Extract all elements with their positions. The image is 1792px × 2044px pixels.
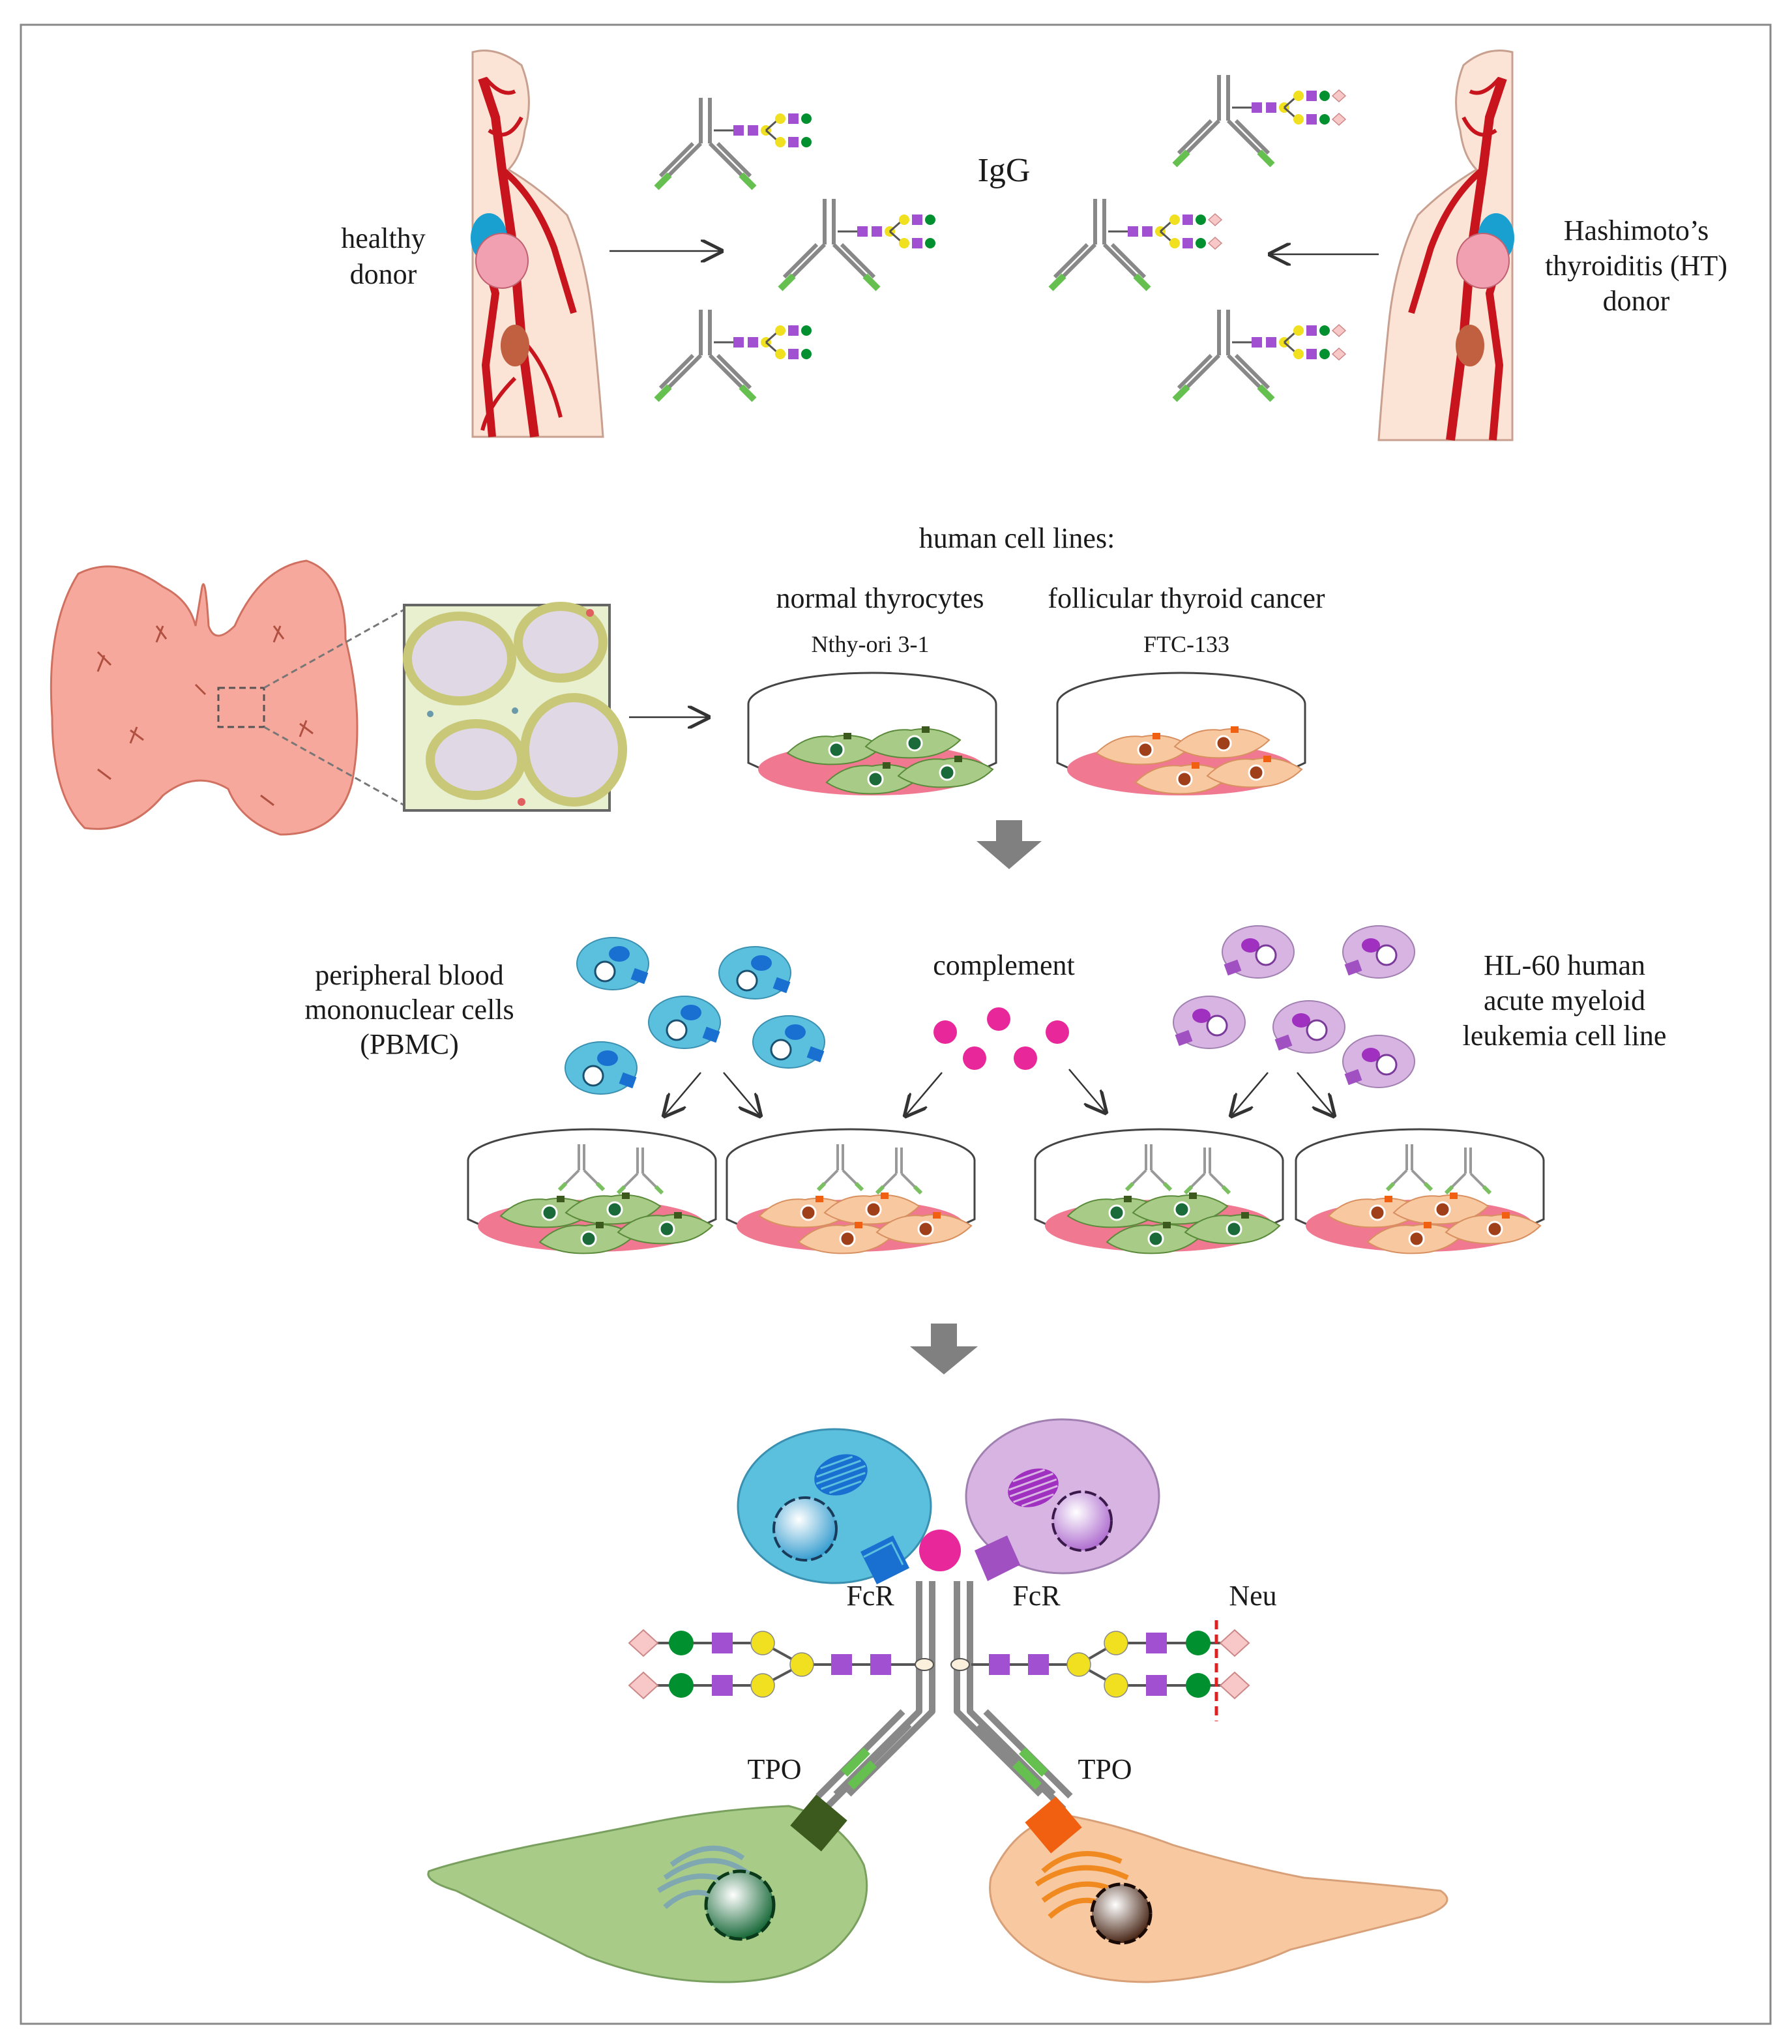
dish-hl60-nthy: [1034, 1128, 1284, 1254]
pbmc-label-line3: (PBMC): [360, 1028, 459, 1060]
pbmc-label-line2: mononuclear cells: [304, 994, 514, 1026]
healthy-igg-antibody-3: [656, 310, 812, 400]
hl60-cell-4: [1272, 1000, 1346, 1054]
process-arrow-1: [977, 820, 1042, 869]
tpo-left-label: TPO: [747, 1753, 801, 1785]
healthy-label-line2: donor: [350, 258, 417, 290]
hl60-label-line1: HL-60 human: [1484, 949, 1645, 981]
ftc-label: FTC-133: [1143, 631, 1229, 657]
large-igg-antibody: [815, 1581, 1073, 1812]
fcr-left-label: FcR: [846, 1580, 894, 1612]
pbmc-cell-5: [564, 1041, 638, 1095]
glycan-chain-left: [628, 1629, 916, 1700]
hl60-label-line2: acute myeloid: [1484, 985, 1645, 1016]
pbmc-cell-3: [647, 995, 722, 1050]
thyroid-gland-illustration: [50, 559, 359, 836]
hl60-cell-5: [1342, 1034, 1416, 1089]
complement-label: complement: [933, 949, 1075, 981]
thyroid-follicle-inset: [403, 602, 627, 812]
complement-arrow-1: [906, 1072, 943, 1115]
process-arrow-2: [910, 1324, 978, 1374]
follicular-cancer-label: follicular thyroid cancer: [1048, 582, 1325, 614]
hl60-arrow-1: [1232, 1072, 1269, 1115]
nthy-label: Nthy-ori 3-1: [812, 631, 930, 657]
ftc-dish: [1056, 672, 1306, 797]
hl60-cell-1: [1221, 925, 1295, 979]
figure-frame: [20, 23, 1772, 2025]
cancer-large-cell: [989, 1796, 1448, 1983]
dish-hl60-ftc: [1295, 1128, 1545, 1254]
hl60-arrow-2: [1297, 1072, 1333, 1115]
complement-dot-1: [933, 1020, 957, 1044]
pbmc-cell-2: [718, 945, 792, 1000]
healthy-donor-illustration: [471, 50, 604, 438]
complement-arrow-2: [1068, 1069, 1105, 1112]
complement-dot-5: [1014, 1046, 1037, 1070]
pbmc-label-line1: peripheral blood: [315, 959, 504, 991]
healthy-igg-antibody-2: [780, 199, 935, 289]
complement-large: [919, 1530, 961, 1571]
nthy-dish: [747, 672, 997, 797]
dish-pbmc-ftc: [726, 1128, 976, 1254]
pbmc-large-cell: [737, 1428, 932, 1584]
healthy-label-line1: healthy: [341, 222, 426, 254]
igg-label: IgG: [978, 152, 1031, 189]
fcr-right-label: FcR: [1012, 1580, 1061, 1612]
ht-igg-antibody-2: [1051, 199, 1222, 289]
ht-label-line2: thyroiditis (HT): [1545, 250, 1727, 282]
hl60-large-cell: [965, 1418, 1160, 1581]
zoom-line-bottom: [263, 726, 405, 807]
ht-label-line3: donor: [1603, 285, 1670, 317]
neu-label: Neu: [1229, 1580, 1276, 1612]
pbmc-cell-4: [752, 1015, 826, 1069]
pbmc-arrow-2: [723, 1072, 759, 1115]
ht-label-line1: Hashimoto’s: [1564, 215, 1709, 246]
zoom-line-top: [263, 608, 405, 689]
complement-dot-3: [1046, 1020, 1069, 1044]
hl60-cell-2: [1342, 925, 1416, 979]
cell-lines-title: human cell lines:: [919, 522, 1115, 554]
ht-donor-illustration: [1377, 50, 1514, 441]
glycan-chain-right: [971, 1629, 1250, 1700]
healthy-igg-antibody-1: [656, 98, 812, 188]
normal-thyrocytes-label: normal thyrocytes: [776, 582, 984, 614]
hl60-cell-3: [1172, 995, 1246, 1050]
tpo-right-label: TPO: [1078, 1753, 1132, 1785]
ht-igg-antibody-3: [1175, 310, 1345, 400]
pbmc-arrow-1: [665, 1072, 701, 1115]
thyrocyte-large-cell: [427, 1794, 868, 1983]
dish-pbmc-nthy: [467, 1128, 717, 1254]
ht-igg-antibody-1: [1175, 75, 1345, 165]
complement-dot-2: [987, 1007, 1010, 1031]
hl60-label-line3: leukemia cell line: [1463, 1020, 1667, 1052]
complement-dot-4: [963, 1046, 986, 1070]
pbmc-cell-1: [576, 936, 650, 991]
